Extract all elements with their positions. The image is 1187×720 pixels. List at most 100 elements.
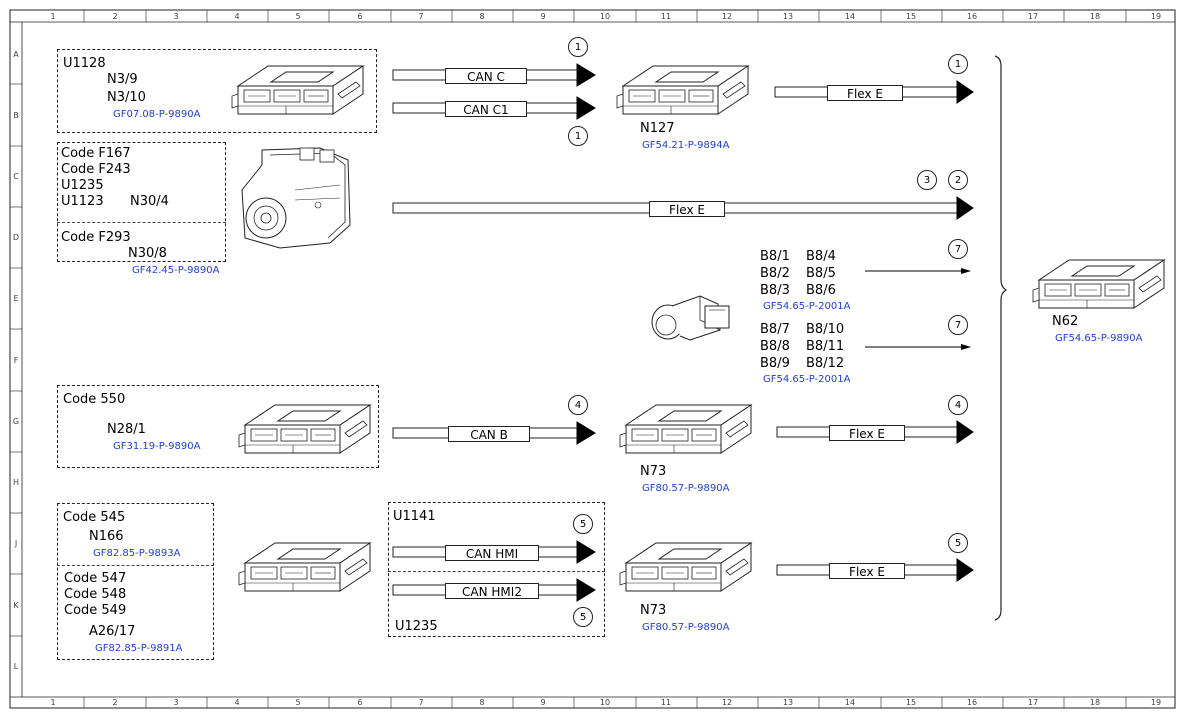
circled-marker: 7 bbox=[948, 239, 968, 259]
doc-reference: GF82.85-P-9893A bbox=[93, 548, 181, 559]
grid-col-label: 8 bbox=[479, 12, 485, 21]
circled-marker: 1 bbox=[568, 126, 588, 146]
grid-col-label: 14 bbox=[844, 698, 856, 707]
circled-marker: 5 bbox=[573, 514, 593, 534]
group-title: U1128 bbox=[63, 56, 106, 71]
group-code550-box bbox=[57, 385, 379, 468]
grid-row-label: L bbox=[13, 662, 19, 671]
doc-reference: GF80.57-P-9890A bbox=[642, 483, 730, 494]
sensor-label: B8/10 bbox=[806, 322, 845, 337]
grid-col-label: 17 bbox=[1027, 12, 1039, 21]
circled-marker: 2 bbox=[948, 170, 968, 190]
component-label: U1235 bbox=[395, 619, 438, 634]
grid-col-label: 19 bbox=[1150, 698, 1162, 707]
component-label: N166 bbox=[89, 529, 124, 544]
component-label: N3/9 bbox=[107, 72, 138, 87]
bus-label-can-hmi2: CAN HMI2 bbox=[445, 583, 539, 599]
grid-row-label: J bbox=[14, 539, 18, 548]
sensor-label: B8/7 bbox=[760, 322, 790, 337]
sensor-label: B8/11 bbox=[806, 339, 845, 354]
component-label: A26/17 bbox=[89, 624, 136, 639]
module-label-n62: N62 bbox=[1052, 314, 1079, 329]
grid-col-label: 14 bbox=[844, 12, 856, 21]
grid-col-label: 6 bbox=[357, 12, 363, 21]
component-label: N3/10 bbox=[107, 90, 146, 105]
sensor-label: B8/8 bbox=[760, 339, 790, 354]
doc-reference: GF31.19-P-9890A bbox=[113, 441, 201, 452]
doc-reference: GF54.65-P-2001A bbox=[763, 301, 851, 312]
grid-col-label: 10 bbox=[599, 698, 611, 707]
circled-marker: 1 bbox=[948, 54, 968, 74]
sensor-label: B8/4 bbox=[806, 249, 836, 264]
group-f167-box bbox=[57, 142, 226, 262]
grid-col-label: 1 bbox=[50, 12, 56, 21]
grid-col-label: 8 bbox=[479, 698, 485, 707]
grid-col-label: 12 bbox=[721, 698, 733, 707]
grid-col-label: 17 bbox=[1027, 698, 1039, 707]
sensor-label: B8/6 bbox=[806, 283, 836, 298]
grid-col-label: 2 bbox=[112, 698, 118, 707]
doc-reference: GF07.08-P-9890A bbox=[113, 109, 201, 120]
grid-col-label: 5 bbox=[295, 12, 301, 21]
circled-marker: 4 bbox=[568, 395, 588, 415]
doc-reference: GF42.45-P-9890A bbox=[132, 265, 220, 276]
grid-col-label: 18 bbox=[1089, 12, 1101, 21]
group-divider bbox=[57, 222, 226, 223]
grid-col-label: 3 bbox=[173, 12, 179, 21]
doc-reference: GF82.85-P-9891A bbox=[95, 643, 183, 654]
grid-col-label: 12 bbox=[721, 12, 733, 21]
group-hmi-box bbox=[388, 502, 605, 637]
circled-marker: 5 bbox=[948, 533, 968, 553]
doc-reference: GF80.57-P-9890A bbox=[642, 622, 730, 633]
grid-col-label: 4 bbox=[234, 12, 240, 21]
grid-row-label: F bbox=[13, 356, 19, 365]
component-label: U1235 bbox=[61, 178, 104, 193]
group-divider bbox=[388, 571, 605, 572]
doc-reference: GF54.21-P-9894A bbox=[642, 140, 730, 151]
sensor-label: B8/9 bbox=[760, 356, 790, 371]
code-label: Code F293 bbox=[61, 230, 131, 245]
component-label: N30/8 bbox=[128, 246, 167, 261]
grid-row-label: G bbox=[12, 417, 20, 426]
circled-marker: 3 bbox=[917, 170, 937, 190]
circled-marker: 5 bbox=[573, 607, 593, 627]
component-label: N28/1 bbox=[107, 422, 146, 437]
grid-col-label: 16 bbox=[966, 12, 978, 21]
grid-col-label: 3 bbox=[173, 698, 179, 707]
grid-col-label: 15 bbox=[905, 12, 917, 21]
bus-label-flex-e: Flex E bbox=[827, 85, 903, 101]
sensor-icon bbox=[651, 295, 730, 341]
grid-col-label: 1 bbox=[50, 698, 56, 707]
component-label: N30/4 bbox=[130, 194, 169, 209]
group-divider bbox=[57, 565, 214, 566]
group-u1128-box bbox=[57, 49, 377, 133]
code-label: Code 549 bbox=[64, 603, 127, 618]
grid-row-label: A bbox=[13, 50, 19, 59]
sensor-label: B8/12 bbox=[806, 356, 845, 371]
bus-label-flex-e: Flex E bbox=[829, 563, 905, 579]
grid-col-label: 5 bbox=[295, 698, 301, 707]
sensor-label: B8/3 bbox=[760, 283, 790, 298]
group-title: Code 550 bbox=[63, 392, 126, 407]
grid-col-label: 2 bbox=[112, 12, 118, 21]
bus-label-can-hmi: CAN HMI bbox=[445, 545, 539, 561]
grid-col-label: 9 bbox=[540, 698, 546, 707]
circled-marker: 4 bbox=[948, 395, 968, 415]
grid-col-label: 11 bbox=[660, 12, 672, 21]
group-code545-box bbox=[57, 503, 214, 660]
grid-row-label: E bbox=[13, 294, 19, 303]
grid-col-label: 4 bbox=[234, 698, 240, 707]
bus-label-flex-e: Flex E bbox=[649, 201, 725, 217]
grid-row-label: B bbox=[13, 111, 19, 120]
grid-col-label: 13 bbox=[782, 12, 794, 21]
code-label: Code 547 bbox=[64, 571, 127, 586]
module-label-n73: N73 bbox=[640, 464, 667, 479]
sensor-label: B8/5 bbox=[806, 266, 836, 281]
grid-row-label: K bbox=[13, 601, 19, 610]
grid-col-label: 18 bbox=[1089, 698, 1101, 707]
grid-col-label: 7 bbox=[418, 12, 424, 21]
component-label: U1123 bbox=[61, 194, 104, 209]
grid-col-label: 6 bbox=[357, 698, 363, 707]
bus-label-can-c: CAN C bbox=[445, 68, 527, 84]
code-label: Code F167 bbox=[61, 146, 131, 161]
